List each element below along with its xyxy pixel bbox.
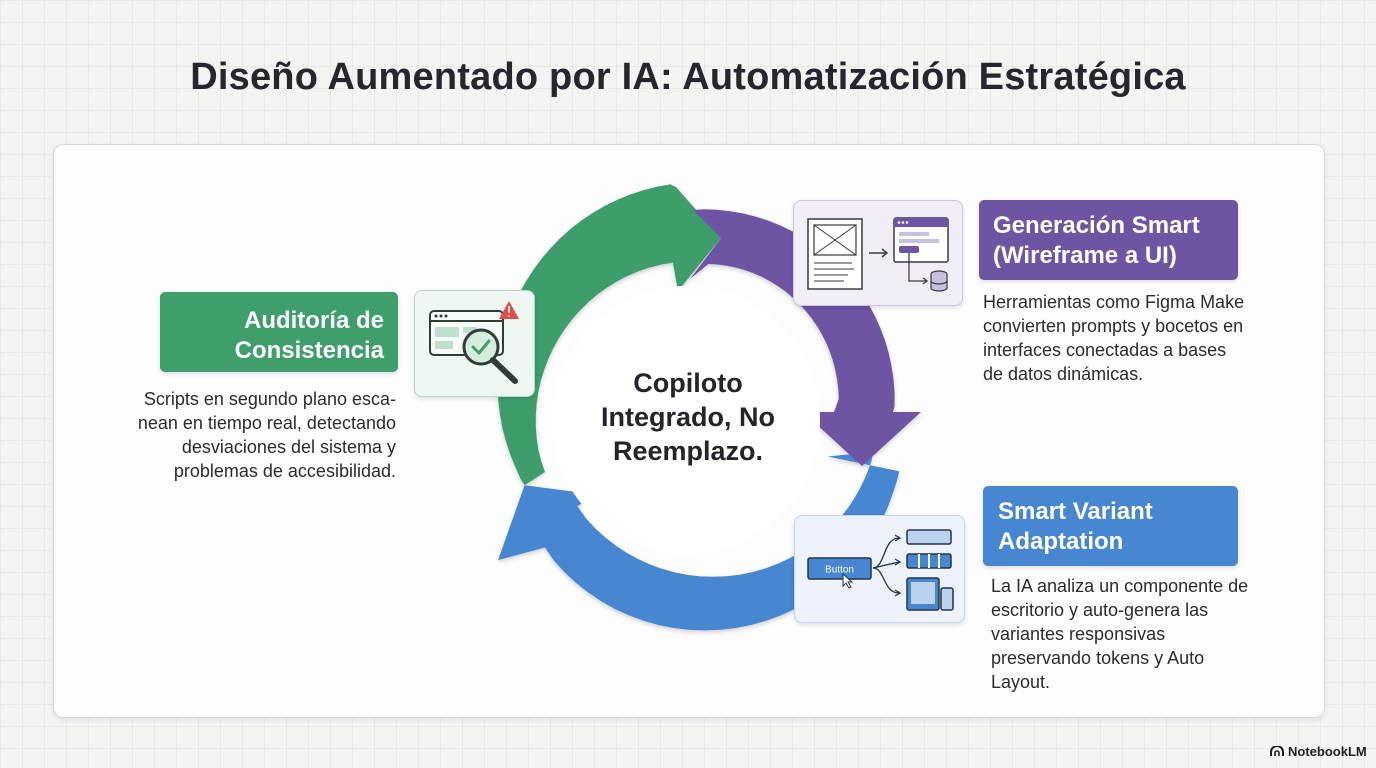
label-auditoria-line-1: Auditoría de [243,307,384,334]
desc-line: desviaciones del sistema y [181,437,396,457]
green-arrow [497,184,721,486]
center-line-2: Integrado, No [601,402,775,432]
responsive-variants-icon: Button [794,515,965,623]
label-auditoria: Auditoría de Consistencia [160,292,398,372]
purple-arrow [690,209,921,467]
desc-line: Scripts en segundo plano esca- [143,389,396,409]
label-generacion: Generación Smart (Wireframe a UI) [979,200,1238,280]
desc-line: convierten prompts y bocetos en [983,316,1244,336]
label-smart-variant-line-1: Smart Variant [998,498,1153,525]
magnifier-check-warning-icon [414,290,535,397]
desc-line: de datos dinámicas. [983,364,1144,384]
desc-line: Herramientas como Figma Make [983,292,1245,312]
desc-line: interfaces conectadas a bases [983,340,1227,360]
desc-line: preservando tokens y Auto [991,648,1205,668]
label-generacion-line-1: Generación Smart [993,212,1200,239]
label-smart-variant: Smart Variant Adaptation [983,486,1238,566]
center-disk [552,286,820,554]
button-sample-text: Button [825,565,854,576]
label-smart-variant-line-2: Adaptation [998,528,1124,555]
desc-line: La IA analiza un componente de [991,576,1249,596]
desc-auditoria: Scripts en segundo plano esca- nean en t… [100,387,396,483]
desc-line: escritorio y auto-genera las [991,600,1209,620]
desc-line: nean en tiempo real, detectando [137,413,396,433]
label-generacion-line-2: (Wireframe a UI) [993,242,1177,269]
center-line-3: Reemplazo. [612,436,764,466]
desc-line: variantes responsivas [991,624,1166,644]
brand-watermark: NotebookLM [1270,744,1367,759]
desc-smart-variant: La IA analiza un componente de escritori… [991,574,1291,694]
desc-line: problemas de accesibilidad. [173,461,396,481]
page-title: Diseño Aumentado por IA: Automatización … [190,56,1186,98]
desc-generacion: Herramientas como Figma Make convierten … [983,290,1293,386]
desc-line: Layout. [991,672,1051,692]
wireframe-to-ui-icon [793,200,963,306]
center-line-1: Copiloto [633,368,743,398]
label-auditoria-line-2: Consistencia [234,337,384,364]
notebooklm-logo-icon [1270,746,1284,756]
center-text: Copiloto Integrado, No Reemplazo. [568,366,808,468]
brand-text: NotebookLM [1288,744,1367,759]
